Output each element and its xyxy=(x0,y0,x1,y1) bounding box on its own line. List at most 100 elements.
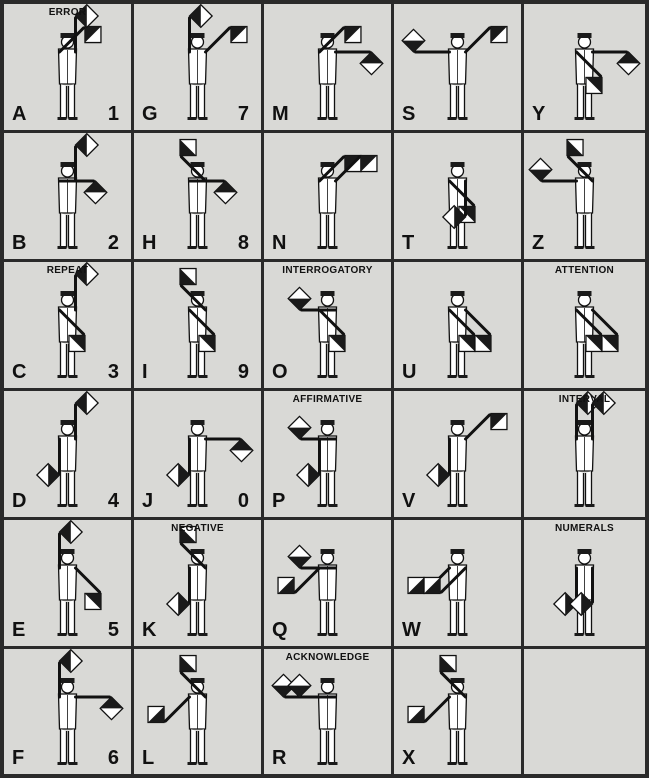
right-leg xyxy=(329,471,335,505)
letter-label: A xyxy=(12,103,26,126)
left-boot xyxy=(448,762,457,765)
right-leg xyxy=(459,600,465,634)
cell-empty xyxy=(524,649,645,774)
letter-label: B xyxy=(12,232,26,255)
left-arm xyxy=(295,568,319,592)
right-leg xyxy=(199,213,205,247)
right-leg xyxy=(199,600,205,634)
right-leg xyxy=(329,213,335,247)
left-leg xyxy=(451,471,457,505)
figure-drawing xyxy=(524,391,645,517)
signalman-figure xyxy=(318,678,338,765)
left-flag xyxy=(408,706,424,722)
left-boot xyxy=(448,246,457,249)
right-arm xyxy=(466,28,490,52)
right-boot xyxy=(329,246,338,249)
cell-c: REPEATC3 xyxy=(4,262,131,388)
right-flag xyxy=(85,593,101,609)
cell-x: X xyxy=(394,649,521,774)
left-boot xyxy=(188,246,197,249)
left-boot xyxy=(575,633,584,636)
right-leg xyxy=(329,600,335,634)
right-leg xyxy=(199,729,205,763)
cell-r: ACKNOWLEDGE R xyxy=(264,649,391,774)
right-boot xyxy=(69,633,78,636)
letter-label: U xyxy=(402,361,416,384)
cell-k: NEGATIVEK xyxy=(134,520,261,646)
letter-label: P xyxy=(272,490,285,513)
left-flag xyxy=(190,5,213,28)
right-leg xyxy=(329,84,335,118)
left-flag xyxy=(345,27,361,43)
left-leg xyxy=(191,213,197,247)
letter-label: Q xyxy=(272,619,288,642)
left-leg xyxy=(451,729,457,763)
left-boot xyxy=(575,246,584,249)
left-flag xyxy=(586,77,602,93)
cap xyxy=(451,33,465,38)
right-boot xyxy=(586,246,595,249)
left-boot xyxy=(575,375,584,378)
cap xyxy=(451,162,465,167)
left-leg xyxy=(321,84,327,118)
right-leg xyxy=(459,729,465,763)
cell-l: L xyxy=(134,649,261,774)
cap xyxy=(61,420,75,425)
left-boot xyxy=(188,504,197,507)
right-boot xyxy=(69,375,78,378)
right-flag xyxy=(361,156,377,172)
right-boot xyxy=(586,375,595,378)
cap xyxy=(191,33,205,38)
cap xyxy=(61,549,75,554)
right-leg xyxy=(69,213,75,247)
left-flag xyxy=(69,335,85,351)
left-boot xyxy=(318,375,327,378)
letter-label: K xyxy=(142,619,156,642)
letter-label: V xyxy=(402,490,415,513)
left-flag xyxy=(60,521,83,544)
left-flag xyxy=(37,464,60,487)
right-boot xyxy=(199,633,208,636)
right-flag xyxy=(288,416,311,439)
left-leg xyxy=(321,729,327,763)
letter-label: X xyxy=(402,747,415,770)
left-boot xyxy=(448,504,457,507)
signal-caption: NUMERALS xyxy=(524,523,645,534)
signalman-figure xyxy=(448,291,468,378)
left-leg xyxy=(578,213,584,247)
letter-label: M xyxy=(272,103,289,126)
digit-label: 0 xyxy=(238,490,249,513)
digit-label: 9 xyxy=(238,361,249,384)
letter-label: T xyxy=(402,232,414,255)
left-flag xyxy=(408,577,424,593)
left-flag xyxy=(459,335,475,351)
signalman-figure xyxy=(448,33,468,120)
left-flag xyxy=(427,464,450,487)
right-boot xyxy=(459,504,468,507)
left-leg xyxy=(191,600,197,634)
right-flag xyxy=(424,577,440,593)
right-flag xyxy=(491,414,507,430)
right-boot xyxy=(69,762,78,765)
left-boot xyxy=(575,504,584,507)
right-boot xyxy=(329,375,338,378)
cap xyxy=(578,420,592,425)
cell-f: F6 xyxy=(4,649,131,774)
letter-label: S xyxy=(402,103,415,126)
right-boot xyxy=(199,375,208,378)
right-leg xyxy=(329,729,335,763)
left-boot xyxy=(448,117,457,120)
right-boot xyxy=(199,504,208,507)
cell-s: S xyxy=(394,4,521,130)
right-boot xyxy=(329,762,338,765)
signal-caption: ACKNOWLEDGE xyxy=(264,652,391,663)
right-boot xyxy=(459,117,468,120)
letter-label: N xyxy=(272,232,286,255)
cap xyxy=(321,291,335,296)
left-leg xyxy=(321,213,327,247)
right-flag xyxy=(475,335,491,351)
letter-label: R xyxy=(272,747,286,770)
